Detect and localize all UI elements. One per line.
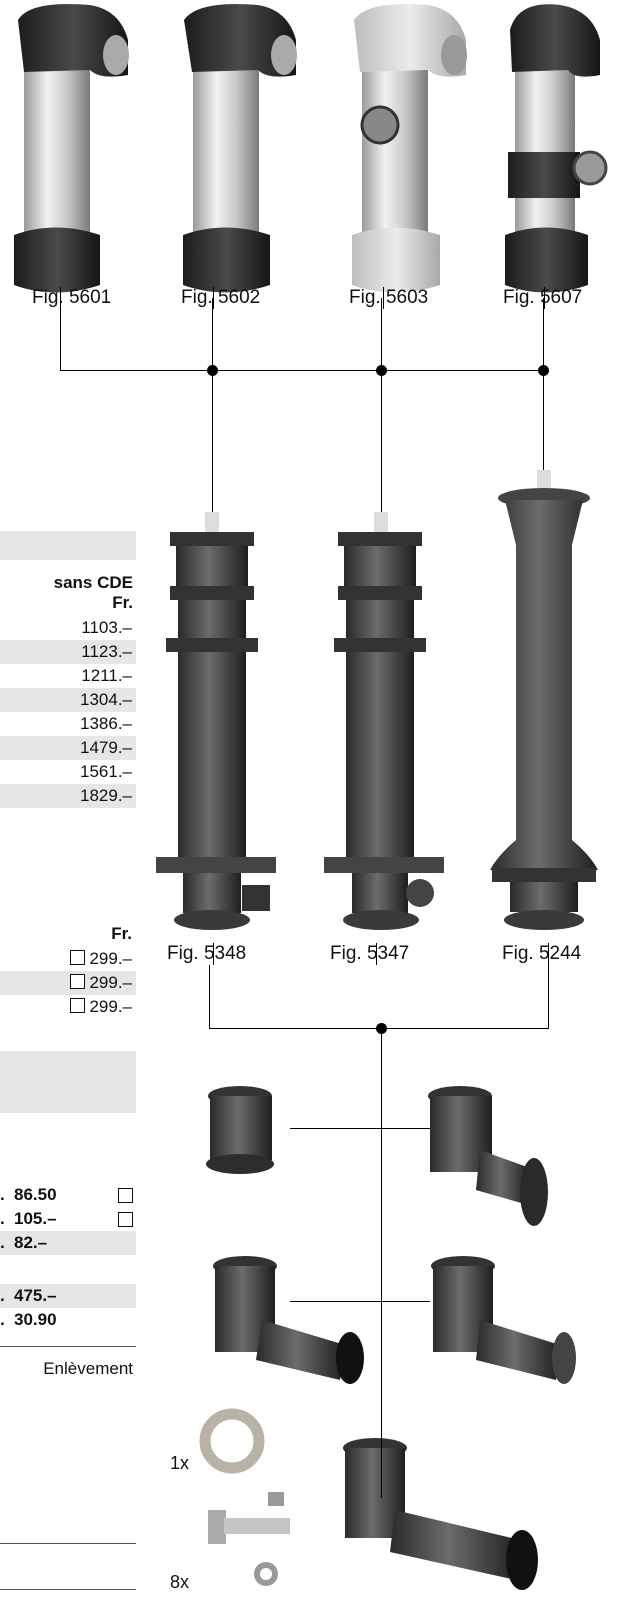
accessory-price: 475.– [14, 1286, 57, 1305]
header-sans-cde: sans CDE [53, 573, 133, 592]
price-row: 1479.– [0, 736, 136, 760]
connector-line [60, 298, 61, 370]
hydrant-body-5348-image [156, 512, 276, 930]
connector-line [290, 1128, 430, 1129]
checkbox[interactable] [70, 998, 86, 1013]
accessory-price: 86.50 [14, 1185, 57, 1204]
divider [0, 1346, 136, 1347]
accessory-price: 30.90 [14, 1310, 57, 1329]
connector-line [60, 370, 544, 371]
hydrant-illustrations-top [14, 4, 608, 293]
option-table-header: Fr. [111, 924, 132, 943]
fig-5244-label: Fig. 5244 [502, 943, 582, 964]
connector-line [290, 1301, 430, 1302]
accessory-price: 105.– [14, 1209, 57, 1228]
price-row: 1561.– [80, 762, 132, 781]
fitting-1-image [206, 1086, 274, 1174]
label-tick [376, 943, 377, 965]
price-row: 1103.– [81, 618, 132, 637]
checkbox[interactable] [70, 950, 86, 965]
hydrant-body-5244-image [490, 470, 598, 930]
label-tick [548, 943, 549, 965]
checkbox[interactable] [118, 1188, 133, 1203]
qty-gasket: 1x [170, 1453, 190, 1473]
fig-5601-label: Fig. 5601 [32, 287, 112, 308]
header-currency: Fr. [112, 593, 133, 612]
accessory-row: .82.– [0, 1231, 136, 1255]
price-row: 1829.– [0, 784, 136, 808]
accessory-row: .475.– [0, 1284, 136, 1308]
connector-line [381, 298, 382, 370]
fig-5607-label: Fig. 5607 [503, 287, 583, 308]
label-tick [544, 287, 545, 309]
option-row: 299.– [0, 971, 136, 995]
price-row: 1123.– [0, 640, 136, 664]
option-price: 299.– [89, 973, 132, 992]
enlevement-label: Enlèvement [43, 1359, 133, 1378]
fig-5348-label: Fig. 5348 [167, 943, 247, 964]
connector-line [209, 965, 210, 1028]
hydrant-5602-image [183, 4, 297, 293]
price-table-header: sans CDE Fr. [0, 573, 133, 613]
option-row: 299.– [0, 995, 132, 1019]
label-tick [213, 287, 214, 309]
price-row: 1386.– [80, 714, 132, 733]
option-price: 299.– [89, 997, 132, 1016]
fitting-4-image [431, 1256, 576, 1384]
accessory-row: .30.90 [0, 1308, 136, 1332]
checkbox[interactable] [118, 1212, 133, 1227]
fitting-3-image [213, 1256, 364, 1384]
connector-line [548, 965, 549, 1028]
bolt-set-image [208, 1492, 290, 1586]
price-row: 1304.– [0, 688, 136, 712]
label-tick [213, 943, 214, 965]
accessory-row: .105.– [0, 1207, 136, 1231]
accessory-price: 82.– [14, 1233, 48, 1252]
header-bar [0, 531, 136, 560]
connector-line [543, 298, 544, 370]
section-bar [0, 1051, 136, 1113]
connector-line [381, 1028, 382, 1498]
connector-line [212, 370, 213, 512]
connector-line [543, 370, 544, 470]
fitting-2-image [428, 1086, 548, 1226]
label-tick [60, 287, 61, 309]
hydrant-5601-image [14, 4, 129, 293]
hydrant-body-5347-image [324, 512, 444, 930]
fig-5347-label: Fig. 5347 [330, 943, 410, 964]
divider [0, 1543, 136, 1544]
divider [0, 1589, 136, 1590]
connector-line [381, 370, 382, 512]
label-tick [383, 287, 384, 309]
fig-5602-label: Fig. 5602 [181, 287, 261, 308]
hydrant-5607-image [505, 4, 608, 293]
fig-5603-label: Fig. 5603 [349, 287, 429, 308]
checkbox[interactable] [70, 974, 86, 989]
accessory-row: .86.50 [0, 1183, 136, 1207]
hydrant-5603-image [352, 4, 467, 293]
fitting-5-image [343, 1438, 538, 1590]
connector-line [212, 298, 213, 370]
qty-bolts: 8x [170, 1572, 190, 1592]
option-price: 299.– [89, 949, 132, 968]
option-row: 299.– [0, 947, 132, 971]
price-row: 1211.– [81, 666, 132, 685]
gasket-image [199, 1408, 265, 1474]
